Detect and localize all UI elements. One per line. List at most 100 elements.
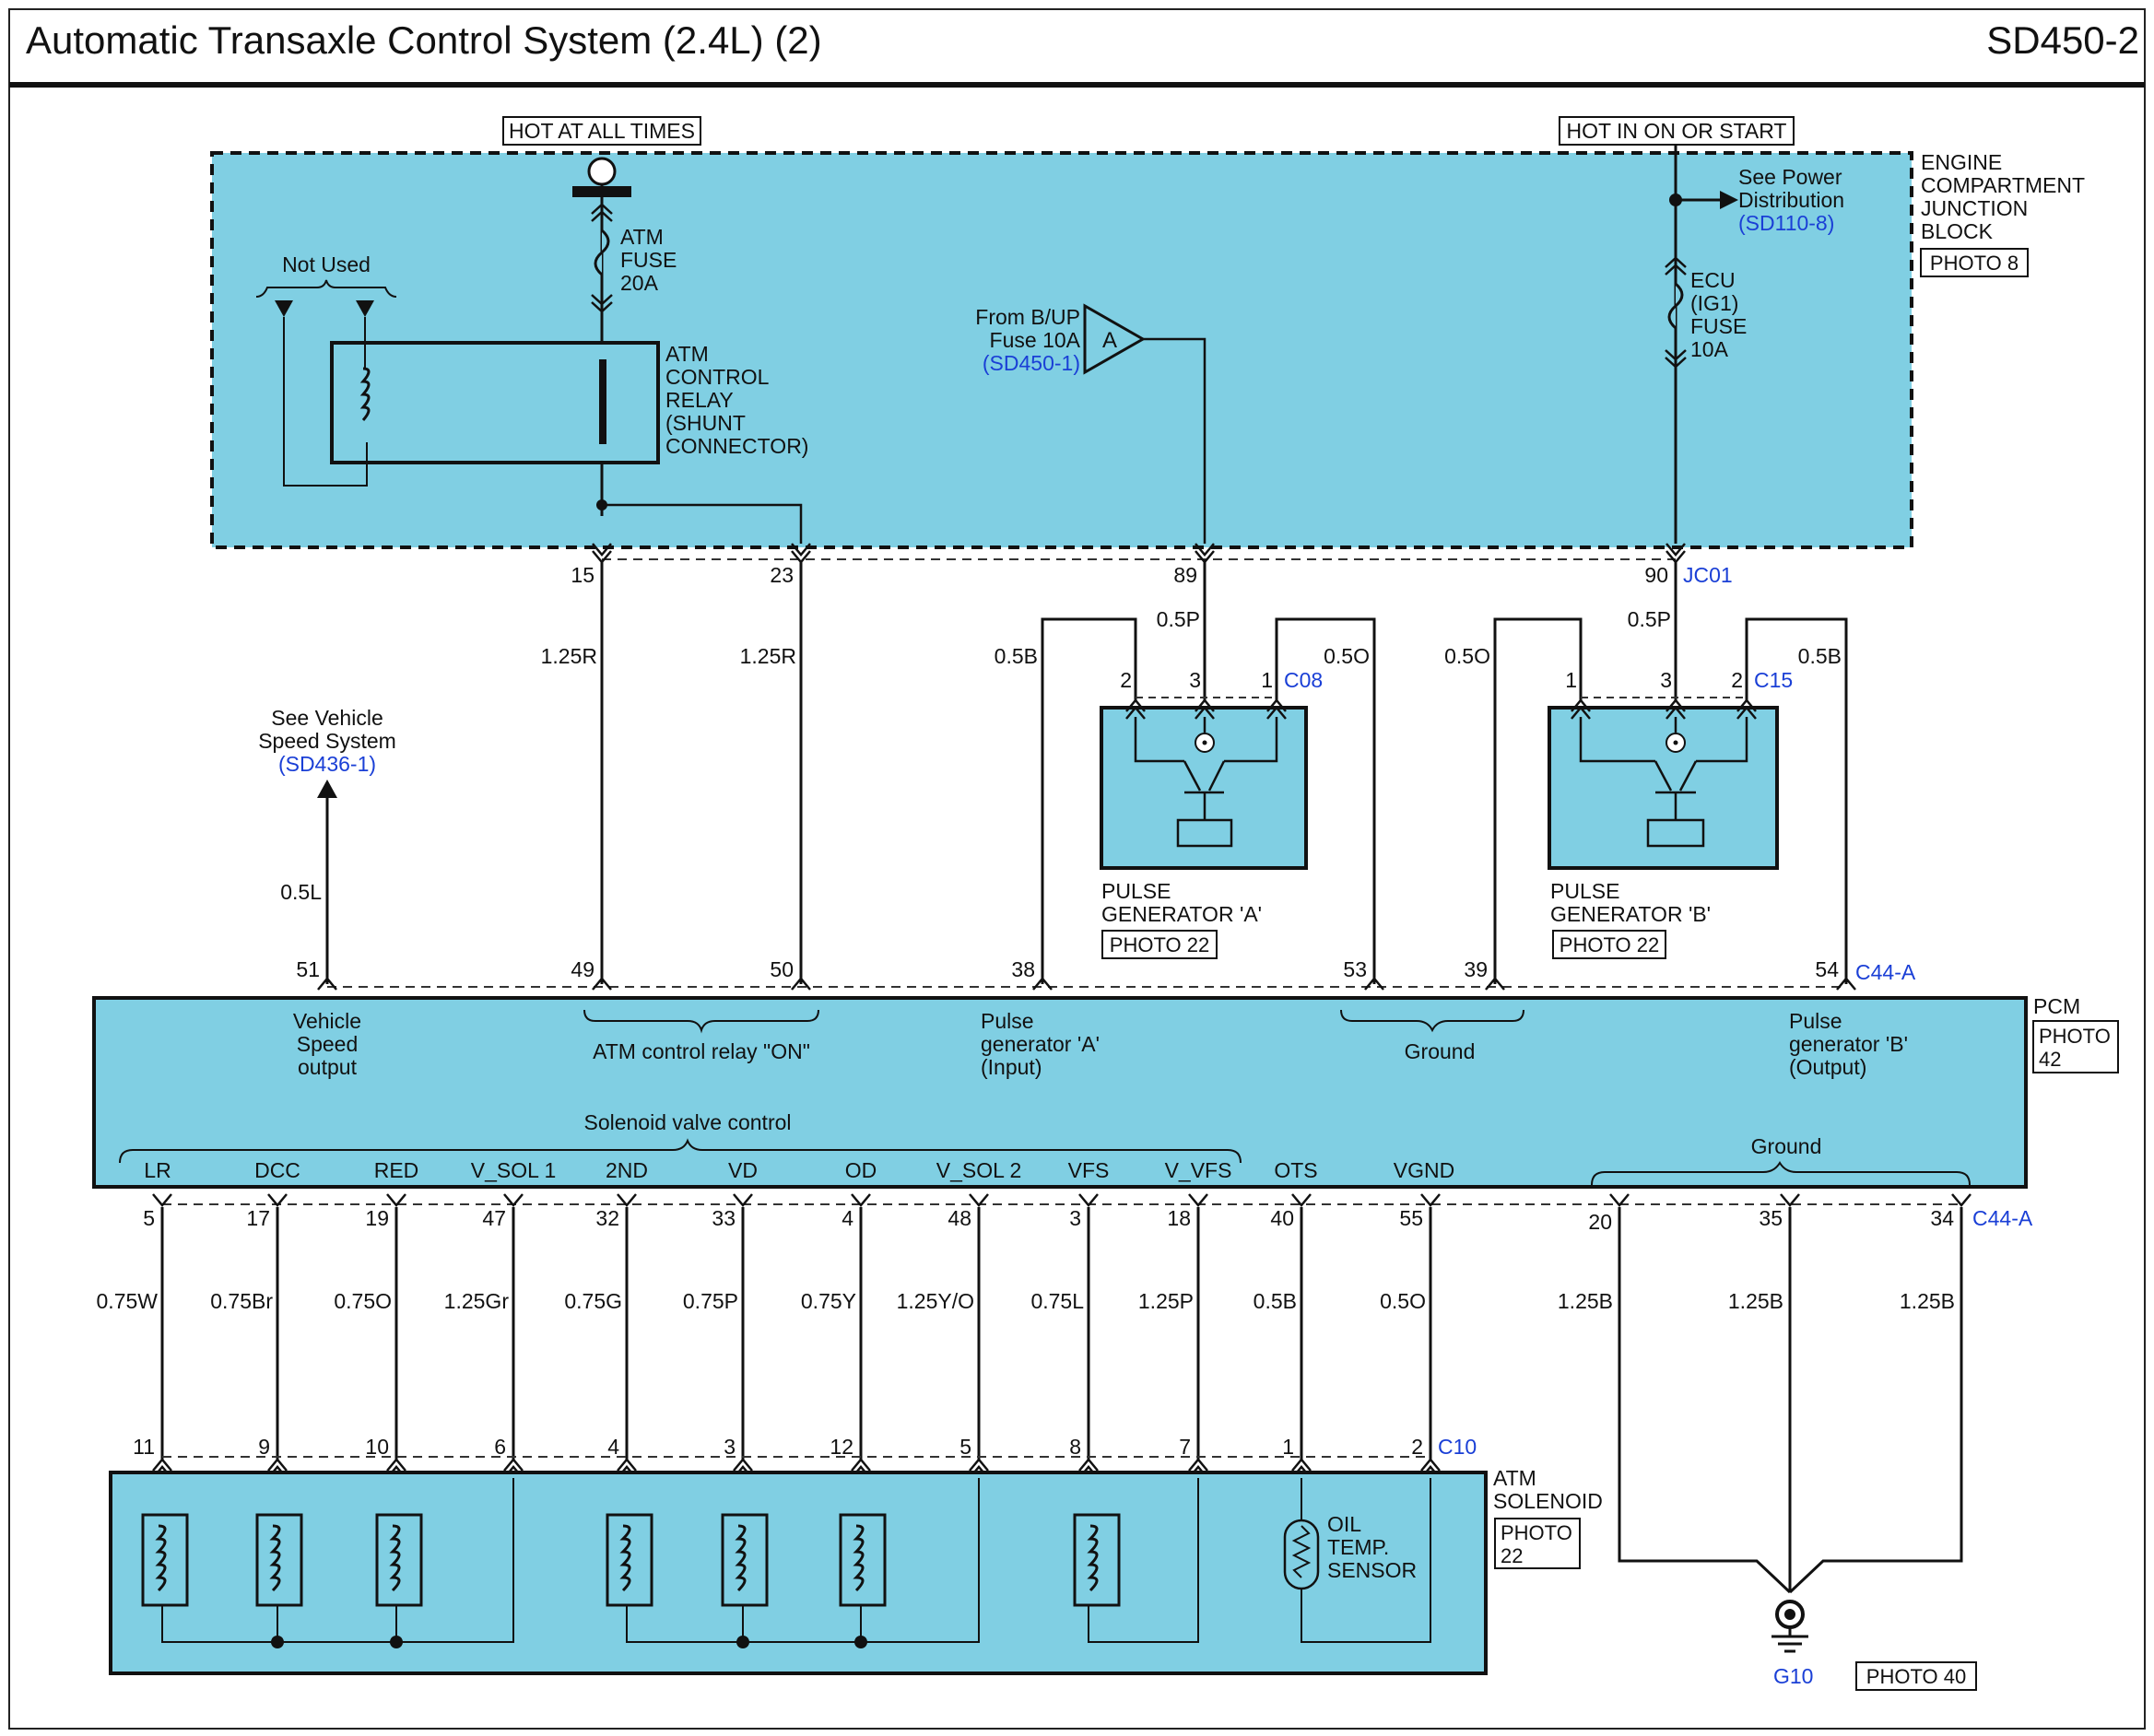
sol-pin-11: 11 (133, 1435, 155, 1459)
pcm-vso-2: Speed (297, 1032, 359, 1056)
ecu-fuse-icon (1667, 282, 1684, 330)
pcm-pin-38: 38 (1011, 957, 1035, 981)
sensor-line-1: OIL (1327, 1512, 1361, 1536)
bw-label-15: 1.25B (1900, 1289, 1955, 1313)
jc01-pin-15: 15 (571, 563, 594, 587)
jb-name-4: BLOCK (1921, 219, 1994, 243)
ground-top-brace (1340, 1009, 1524, 1033)
vehicle-speed-ref[interactable]: (SD436-1) (278, 752, 376, 776)
oil-temp-sensor-icon (1283, 1519, 1320, 1590)
pcm-bpin-35: 35 (1759, 1206, 1783, 1230)
pcm-label-vsol2: V_SOL 2 (936, 1158, 1021, 1182)
pcm-bpin-5: 5 (143, 1206, 155, 1230)
jc01-pin-90: 90 (1644, 563, 1668, 587)
jb-name-1: ENGINE (1921, 150, 2002, 174)
not-used-terminal-1-icon (275, 300, 293, 317)
pcm-bpin-47: 47 (482, 1206, 506, 1230)
pcm-label-od: OD (845, 1158, 877, 1182)
pcm-pulse-b-3: (Output) (1789, 1055, 1866, 1079)
relay-line-5: CONNECTOR) (665, 434, 808, 458)
battery-terminal-icon (587, 157, 617, 186)
pcm-pin-51: 51 (296, 957, 320, 981)
pcm-top-chevrons (317, 977, 1856, 991)
pcm-pin-49: 49 (571, 957, 594, 981)
pcm-box (92, 996, 2028, 1189)
pcm-vso-1: Vehicle (293, 1009, 361, 1033)
atm-fuse-lower-chevron-icon (591, 294, 613, 313)
pcm-pin-50: 50 (770, 957, 794, 981)
jc01-pin-89: 89 (1173, 563, 1197, 587)
atm-relay-box (330, 341, 660, 464)
ecu-fuse-upper-chevron-icon (1665, 256, 1687, 276)
from-bup-line-1: From B/UP (975, 305, 1080, 329)
ground-name: G10 (1773, 1664, 1813, 1688)
pcm-bpin-34: 34 (1930, 1206, 1954, 1230)
connector-a-triangle-icon (1083, 303, 1147, 375)
sol-photo-box (1494, 1518, 1581, 1569)
sensor-line-2: TEMP. (1327, 1535, 1389, 1559)
pcm-label-vgnd: VGND (1394, 1158, 1454, 1182)
wire-w15-label: 1.25R (541, 644, 597, 668)
pcm-label-ots: OTS (1274, 1158, 1317, 1182)
pgb-connector: C15 (1754, 668, 1793, 692)
solenoid-pins: 11 9 10 6 4 3 12 5 8 7 1 2 (133, 1435, 1423, 1459)
pcm-pin-39: 39 (1464, 957, 1488, 981)
pgb-pin-2: 2 (1731, 668, 1743, 692)
outer-frame (8, 8, 2146, 1730)
pga-photo-box (1101, 930, 1218, 959)
pcm-photo-box (2032, 1020, 2119, 1073)
pgb-photo: PHOTO 22 (1560, 933, 1659, 956)
bw-label-9: 0.75L (1030, 1289, 1084, 1313)
pcm-pulse-a-1: Pulse (981, 1009, 1034, 1033)
pcm-bpin-55: 55 (1399, 1206, 1423, 1230)
pcm-label-vd: VD (728, 1158, 758, 1182)
pcm-bottom-pins: 5 17 19 47 32 33 4 48 3 18 40 55 20 35 3… (143, 1206, 1954, 1234)
pcm-ground-bottom: Ground (1751, 1134, 1822, 1158)
ecu-fuse-lower-chevron-icon (1665, 349, 1687, 369)
atm-fuse-icon (594, 229, 610, 276)
relay-line-3: RELAY (665, 388, 734, 412)
relay-coil-icon (359, 367, 371, 421)
solenoid-coils (141, 1513, 1121, 1607)
sensor-line-3: SENSOR (1327, 1558, 1417, 1582)
solenoid-splice-4 (854, 1636, 867, 1648)
sol-pin-12: 12 (830, 1435, 853, 1459)
atm-fuse-line-2: FUSE (620, 248, 677, 272)
pcm-pin-54: 54 (1815, 957, 1839, 981)
pcm-bpin-40: 40 (1270, 1206, 1294, 1230)
sol-pin-1: 1 (1282, 1435, 1294, 1459)
solenoid-splice-3 (736, 1636, 749, 1648)
ecu-fuse-line-3: FUSE (1690, 314, 1747, 338)
pcm-bottom-connector: C44-A (1972, 1206, 2033, 1230)
pgb-pin-3: 3 (1660, 668, 1672, 692)
bw-label-12: 0.5O (1380, 1289, 1426, 1313)
pcm-pulse-a-3: (Input) (981, 1055, 1042, 1079)
hot-at-all-times-box (502, 116, 701, 146)
see-power-ref[interactable]: (SD110-8) (1738, 211, 1834, 235)
jb-photo: PHOTO 8 (1930, 252, 2019, 275)
pcm-bpin-17: 17 (246, 1206, 270, 1230)
pga-connector: C08 (1284, 668, 1323, 692)
sol-photo-2: 22 (1501, 1544, 1523, 1567)
bw-label-14: 1.25B (1728, 1289, 1783, 1313)
atm-fuse-line-1: ATM (620, 225, 664, 249)
pcm-atm-relay-on: ATM control relay "ON" (593, 1039, 810, 1063)
pcm-label-vsol1: V_SOL 1 (471, 1158, 556, 1182)
wire-w23-label: 1.25R (740, 644, 796, 668)
not-used-terminal-2-icon (356, 300, 374, 317)
ecu-fuse-line-2: (IG1) (1690, 291, 1738, 315)
pulse-gen-b-box (1548, 706, 1779, 870)
atm-fuse-line-3: 20A (620, 271, 659, 295)
wire-p89-label: 0.5P (1157, 607, 1200, 631)
solenoid-splice-1 (271, 1636, 284, 1648)
pcm-label-dcc: DCC (254, 1158, 300, 1182)
relay-line-2: CONTROL (665, 365, 770, 389)
relay-to-pin23-wire (602, 503, 803, 544)
pulse-gen-b-circuit (1571, 698, 1757, 848)
pcm-pulse-a-2: generator 'A' (981, 1032, 1100, 1056)
pcm-vso-3: output (298, 1055, 358, 1079)
from-bup-ref[interactable]: (SD450-1) (983, 351, 1080, 375)
pcm-label-vvfs: V_VFS (1165, 1158, 1232, 1182)
not-used-wire-1 (283, 317, 368, 487)
pcm-bpin-48: 48 (948, 1206, 971, 1230)
